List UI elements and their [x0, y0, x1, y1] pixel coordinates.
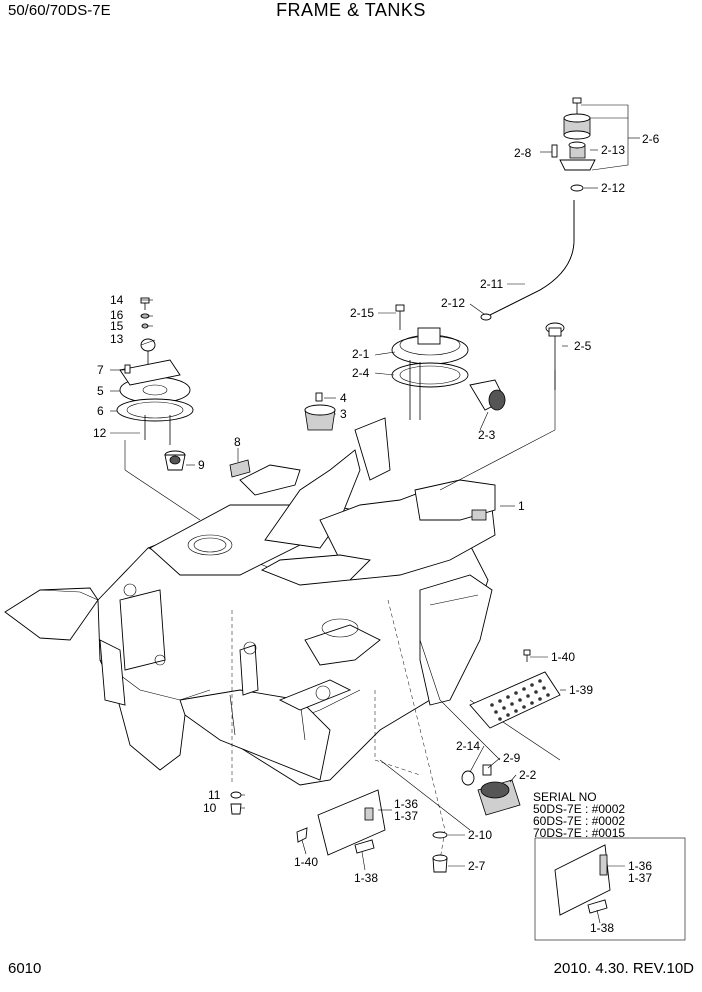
callout-2-8: 2-8: [514, 146, 532, 160]
callout-2-14: 2-14: [456, 739, 480, 753]
callout-2-7: 2-7: [468, 859, 486, 873]
callout-2-1: 2-1: [352, 347, 370, 361]
callout-1-39: 1-39: [569, 683, 593, 697]
callout-13: 13: [110, 332, 124, 346]
lower-panel-1-36: [296, 789, 386, 856]
callout-2-12: 2-12: [441, 296, 465, 310]
breather-assembly: [480, 97, 596, 321]
callout-2-6: 2-6: [642, 132, 660, 146]
callout-2-2: 2-2: [519, 768, 537, 782]
callout-8: 8: [234, 435, 241, 449]
callout-2-15: 2-15: [350, 306, 374, 320]
callout-2-9: 2-9: [503, 751, 521, 765]
callout-2-13: 2-13: [601, 143, 625, 157]
leader-lines: [110, 104, 640, 924]
callout-16: 16: [110, 308, 124, 322]
callout-6: 6: [97, 404, 104, 418]
callout-10: 10: [203, 801, 217, 815]
callout-12: 12: [93, 426, 107, 440]
serial-number-note: SERIAL NO 50DS-7E : #0002 60DS-7E : #000…: [533, 791, 625, 839]
callout-9: 9: [198, 458, 205, 472]
callout-5: 5: [97, 384, 104, 398]
callout-1: 1: [518, 499, 525, 513]
callout-1-38-inset: 1-38: [590, 921, 614, 935]
callout-15: 15: [110, 319, 124, 333]
callout-4: 4: [340, 391, 347, 405]
callout-1-40-left: 1-40: [294, 855, 318, 869]
callout-2-12-top: 2-12: [601, 181, 625, 195]
serial-title: SERIAL NO: [533, 790, 597, 804]
callout-14: 14: [110, 293, 124, 307]
revision-date: 2010. 4.30. REV.10D: [553, 960, 694, 977]
serial-line-60ds: 60DS-7E : #0002: [533, 814, 626, 828]
callout-1-36-inset: 1-36: [628, 859, 652, 873]
callout-2-3: 2-3: [478, 428, 496, 442]
callout-11: 11: [208, 788, 221, 802]
inset-detail-box: [534, 837, 686, 941]
page-title: FRAME & TANKS: [276, 0, 426, 20]
callout-2-11: 2-11: [480, 277, 503, 291]
callout-2-4: 2-4: [352, 366, 370, 380]
callout-labels: 2-6 2-13 2-8 2-12 2-11 2-12 2-15 2-1 2-4…: [93, 132, 660, 935]
serial-line-70ds: 70DS-7E : #0015: [533, 826, 626, 840]
callout-3: 3: [340, 407, 347, 421]
model-label: 50/60/70DS-7E: [8, 2, 111, 19]
callout-1-37-inset: 1-37: [628, 871, 652, 885]
serial-line-50ds: 50DS-7E : #0002: [533, 802, 626, 816]
fuel-sender-group: [116, 297, 336, 478]
page-number: 6010: [8, 960, 42, 977]
tank-cover-group: [391, 304, 565, 420]
cover-plate-1-39: [469, 649, 561, 729]
callout-2-5: 2-5: [574, 339, 592, 353]
callout-1-37-main: 1-37: [394, 809, 418, 823]
filter-group: [230, 764, 521, 873]
frame-body: [4, 417, 496, 786]
alignment-lines: [124, 370, 561, 861]
callout-1-38-main: 1-38: [354, 871, 378, 885]
callout-1-36-main: 1-36: [394, 797, 418, 811]
callout-1-40-right: 1-40: [551, 650, 575, 664]
callout-7: 7: [97, 363, 104, 377]
callout-2-10: 2-10: [468, 828, 492, 842]
